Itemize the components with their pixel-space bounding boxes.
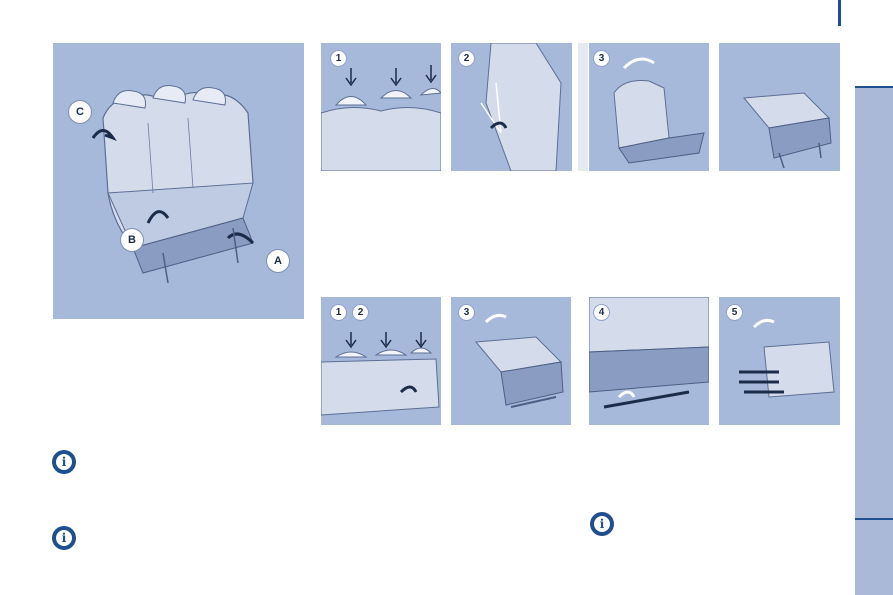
step-number-badge: 2 xyxy=(459,51,474,66)
bench-headrests-illustration xyxy=(321,332,440,416)
bottom-step12-headrests-figure: 1 2 xyxy=(321,297,441,425)
bottom-step5-remove-figure: 5 xyxy=(719,297,840,425)
side-tab-bottom-rule xyxy=(855,518,893,520)
step-number-badge: 2 xyxy=(353,305,368,320)
headrests-lowered-illustration xyxy=(321,65,441,171)
page-edge-marker xyxy=(838,0,841,26)
info-icon: i xyxy=(590,512,614,536)
chapter-side-tab xyxy=(855,88,893,595)
seat-bench-illustration xyxy=(91,85,255,284)
seat-overview-figure: C B A xyxy=(53,43,304,319)
info-icon: i xyxy=(52,450,76,474)
top-step3-fold-figure: 3 xyxy=(589,43,709,171)
seat-folded-illustration xyxy=(743,92,832,169)
panel-separator xyxy=(578,43,588,171)
label-c: C xyxy=(69,101,91,123)
bench-removal-illustration xyxy=(739,318,835,398)
backrest-release-illustration xyxy=(480,43,562,171)
step-number-badge: 3 xyxy=(459,305,474,320)
step-number-badge: 1 xyxy=(331,51,346,66)
seat-folding-illustration xyxy=(613,57,705,164)
top-step2-backrest-figure: 2 xyxy=(451,43,572,171)
step-number-badge: 4 xyxy=(594,305,609,320)
info-icon: i xyxy=(52,526,76,550)
bottom-step3-fold-figure: 3 xyxy=(451,297,571,425)
step-number-badge: 3 xyxy=(594,51,609,66)
step-number-badge: 5 xyxy=(727,305,742,320)
top-step1-headrests-figure: 1 xyxy=(321,43,441,171)
rail-unlock-illustration xyxy=(589,297,709,409)
bench-folding-illustration xyxy=(475,313,564,408)
bottom-step4-unlock-figure: 4 xyxy=(589,297,709,425)
label-b: B xyxy=(121,229,143,251)
label-a: A xyxy=(267,250,289,272)
top-step4-folded-figure xyxy=(719,43,840,171)
step-number-badge: 1 xyxy=(331,305,346,320)
side-tab-top-rule xyxy=(855,86,893,88)
